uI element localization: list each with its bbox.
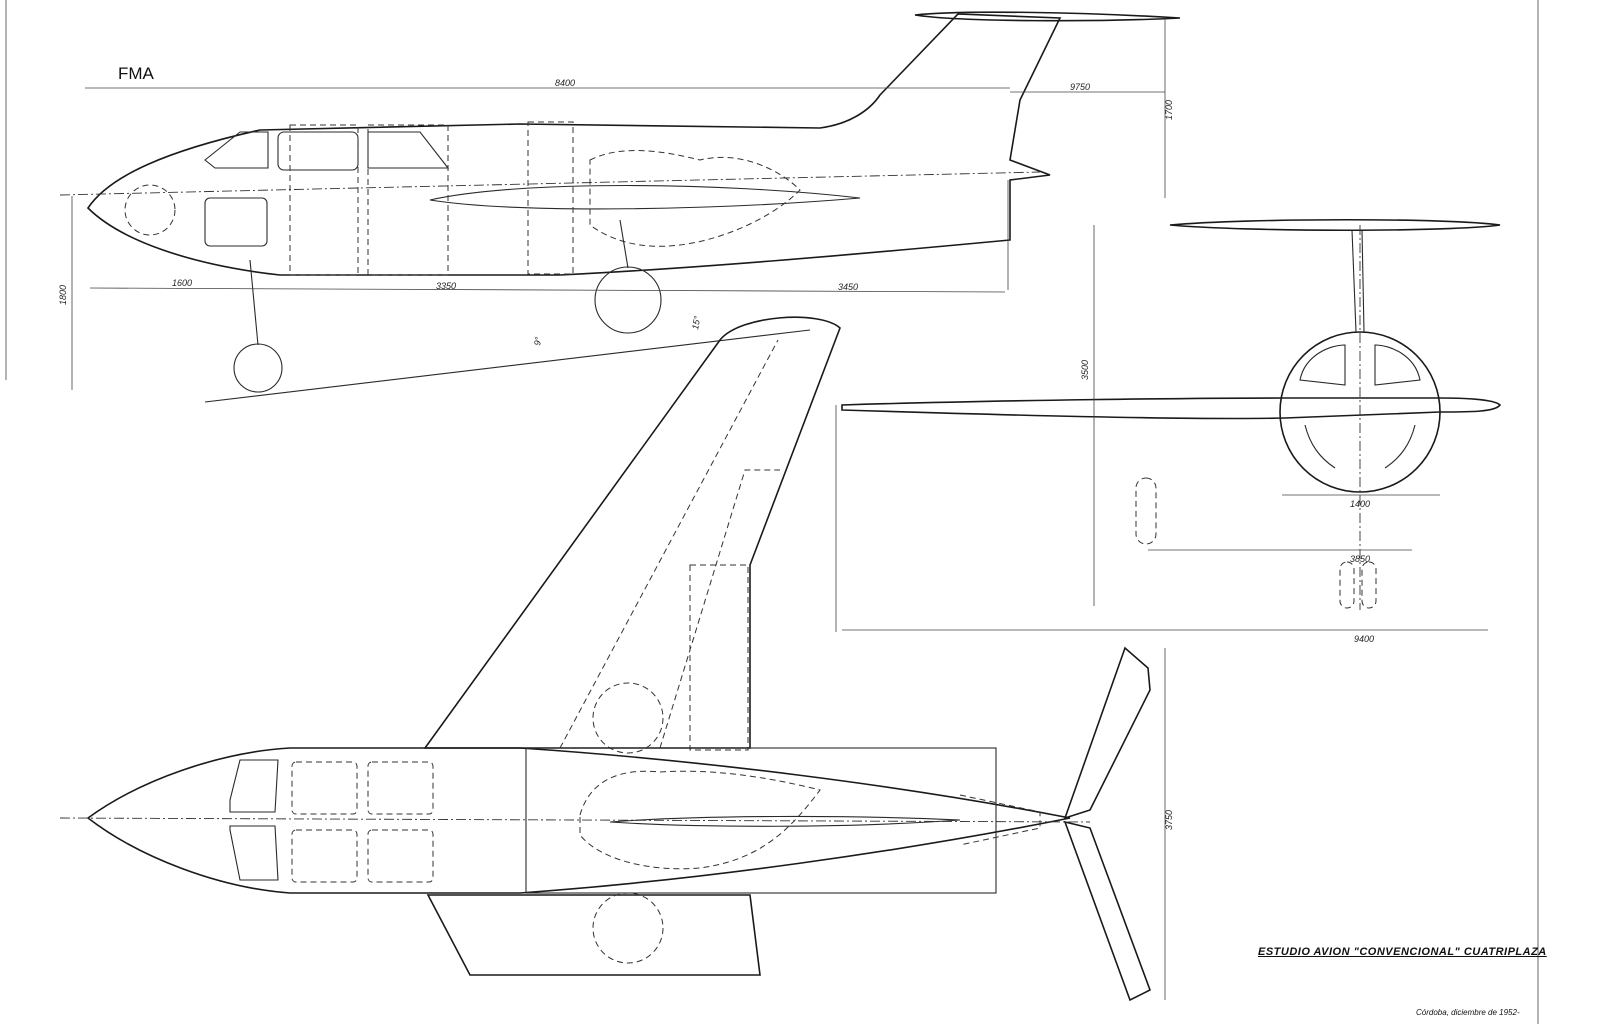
dim-angle-b: 15° bbox=[690, 315, 702, 331]
plan-flap-outline bbox=[689, 564, 749, 751]
brand-label: FMA bbox=[118, 64, 154, 83]
side-wing-box bbox=[527, 121, 574, 275]
plan-window-front-top bbox=[229, 759, 279, 813]
dim-overall-length: 8400 bbox=[555, 78, 575, 88]
side-view bbox=[59, 11, 1181, 403]
plan-view bbox=[59, 316, 1151, 1002]
side-seat-rear bbox=[367, 124, 449, 276]
side-window-rear bbox=[367, 131, 450, 169]
dim-tail-height: 1700 bbox=[1164, 100, 1174, 120]
plan-wing-lower bbox=[426, 894, 761, 976]
dim-rear: 3450 bbox=[838, 282, 858, 292]
drawing-title: ESTUDIO AVION "CONVENCIONAL" CUATRIPLAZA bbox=[1258, 946, 1547, 958]
dim-track: 3850 bbox=[1350, 554, 1370, 564]
plan-dimensions: 3750 bbox=[1164, 648, 1174, 1000]
front-window-right bbox=[1374, 344, 1421, 386]
dim-span: 9400 bbox=[1354, 634, 1374, 644]
plan-seat-4 bbox=[367, 829, 434, 883]
dim-nose-gear: 1600 bbox=[172, 278, 192, 288]
side-tail-stabilizer bbox=[914, 11, 1181, 22]
side-ground-line bbox=[204, 329, 811, 403]
plan-seat-3 bbox=[367, 761, 434, 815]
front-view bbox=[841, 218, 1502, 610]
plan-seat-2 bbox=[291, 829, 358, 883]
plan-wing-aileron bbox=[659, 469, 780, 749]
plan-wing bbox=[423, 316, 841, 749]
plan-gear-well-top bbox=[592, 682, 664, 754]
dim-height: 1800 bbox=[58, 285, 68, 305]
plan-gear-well-bottom bbox=[592, 892, 664, 964]
dim-main-gear: 3350 bbox=[436, 281, 456, 291]
front-fin bbox=[1351, 229, 1365, 333]
plan-window-front-bottom bbox=[229, 825, 279, 881]
side-seat-front bbox=[289, 124, 359, 276]
front-wing bbox=[841, 397, 1502, 420]
dim-tail-span: 3750 bbox=[1164, 810, 1174, 830]
plan-center-section bbox=[525, 747, 997, 894]
front-stabilizer bbox=[1169, 218, 1501, 232]
place-date: Córdoba, diciembre de 1952- bbox=[1416, 1008, 1520, 1017]
front-panel-right bbox=[1384, 424, 1416, 469]
plan-fuselage bbox=[86, 747, 1071, 894]
front-window-left bbox=[1299, 344, 1346, 386]
side-nose-wheel bbox=[233, 343, 283, 393]
side-window-front bbox=[204, 131, 269, 169]
plan-centerline bbox=[59, 817, 1091, 823]
side-fuselage-outline bbox=[86, 13, 1062, 276]
plan-tail-lower bbox=[1063, 820, 1151, 1002]
front-dimensions: 3500 1400 3850 9400 bbox=[835, 225, 1488, 644]
side-engine-profile bbox=[589, 150, 801, 247]
side-access-panel bbox=[204, 197, 268, 247]
plan-engine-outline bbox=[579, 770, 821, 870]
side-dimensions: 8400 9750 1700 1800 1600 3350 3450 9° 15… bbox=[58, 18, 1174, 390]
dim-tail-width: 9750 bbox=[1070, 82, 1090, 92]
plan-seat-1 bbox=[291, 761, 358, 815]
front-nose-gear-right bbox=[1361, 561, 1377, 609]
side-main-strut bbox=[619, 219, 629, 269]
front-nose-gear-left bbox=[1339, 561, 1355, 609]
side-centerline bbox=[59, 171, 1041, 196]
dim-front-height: 3500 bbox=[1080, 360, 1090, 380]
dim-line-gear bbox=[89, 287, 1006, 293]
front-panel-left bbox=[1304, 424, 1336, 469]
plan-wing-spar bbox=[559, 339, 779, 749]
side-wing-airfoil bbox=[429, 184, 861, 210]
dim-angle-a: 9° bbox=[532, 336, 543, 347]
plan-wing-airfoil bbox=[609, 815, 961, 827]
plan-tail-boom bbox=[959, 794, 1041, 846]
side-nose-strut bbox=[249, 259, 259, 346]
plan-tail-upper bbox=[1063, 646, 1151, 820]
side-nose-circle bbox=[124, 184, 176, 236]
side-main-wheel bbox=[594, 266, 662, 334]
dim-fuselage-width: 1400 bbox=[1350, 499, 1370, 509]
front-left-gear bbox=[1135, 477, 1157, 545]
